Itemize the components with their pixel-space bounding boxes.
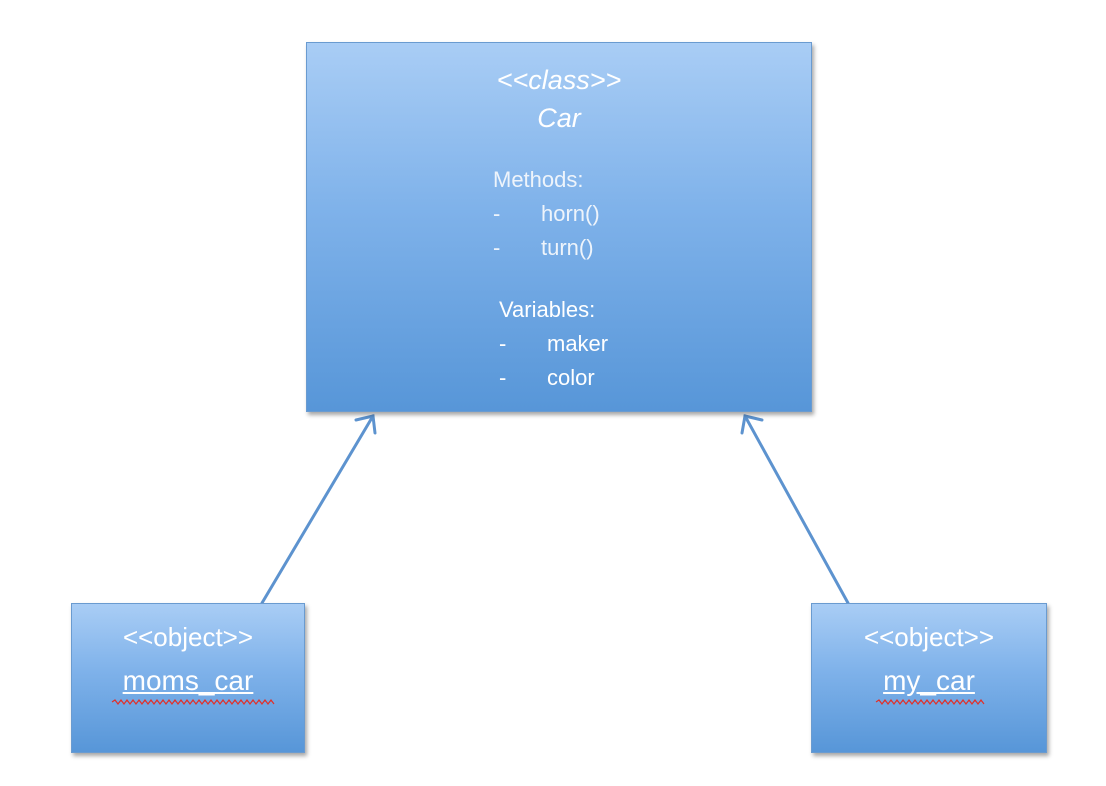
method-item: - horn() [493, 197, 600, 231]
object-name: moms_car [122, 665, 254, 696]
variable-bullet: - [499, 365, 507, 390]
method-bullet: - [493, 201, 501, 226]
variables-section: Variables: - maker - color [499, 293, 608, 395]
class-box-car[interactable]: <<class>> Car Methods: - horn() - turn() V… [306, 42, 812, 412]
variables-title: Variables: [499, 297, 596, 322]
arrow-my-car-to-class [743, 414, 850, 605]
object-stereotype: <<object>> [122, 622, 254, 652]
methods-title: Methods: [493, 167, 584, 192]
variable-bullet: - [499, 331, 507, 356]
spellcheck-underline [111, 699, 275, 705]
variable-label: color [547, 365, 595, 390]
methods-section: Methods: - horn() - turn() [493, 163, 600, 265]
arrowhead-right [740, 414, 764, 435]
arrow-moms-car-to-class [260, 414, 375, 605]
arrowhead-left [354, 414, 377, 435]
method-item: - turn() [493, 231, 600, 265]
variable-item: - maker [499, 327, 608, 361]
object-box-moms-car[interactable]: <<object>> moms_car [71, 603, 305, 753]
method-bullet: - [493, 235, 501, 260]
method-label: turn() [541, 235, 594, 260]
spellcheck-underline [875, 699, 985, 705]
object-box-my-car[interactable]: <<object>> my_car [811, 603, 1047, 753]
object-stereotype: <<object>> [863, 622, 995, 652]
object-name: my_car [883, 665, 975, 696]
method-label: horn() [541, 201, 600, 226]
variable-label: maker [547, 331, 609, 356]
class-stereotype: <<class>> [496, 65, 622, 95]
class-name: Car [537, 103, 581, 133]
variable-item: - color [499, 361, 608, 395]
